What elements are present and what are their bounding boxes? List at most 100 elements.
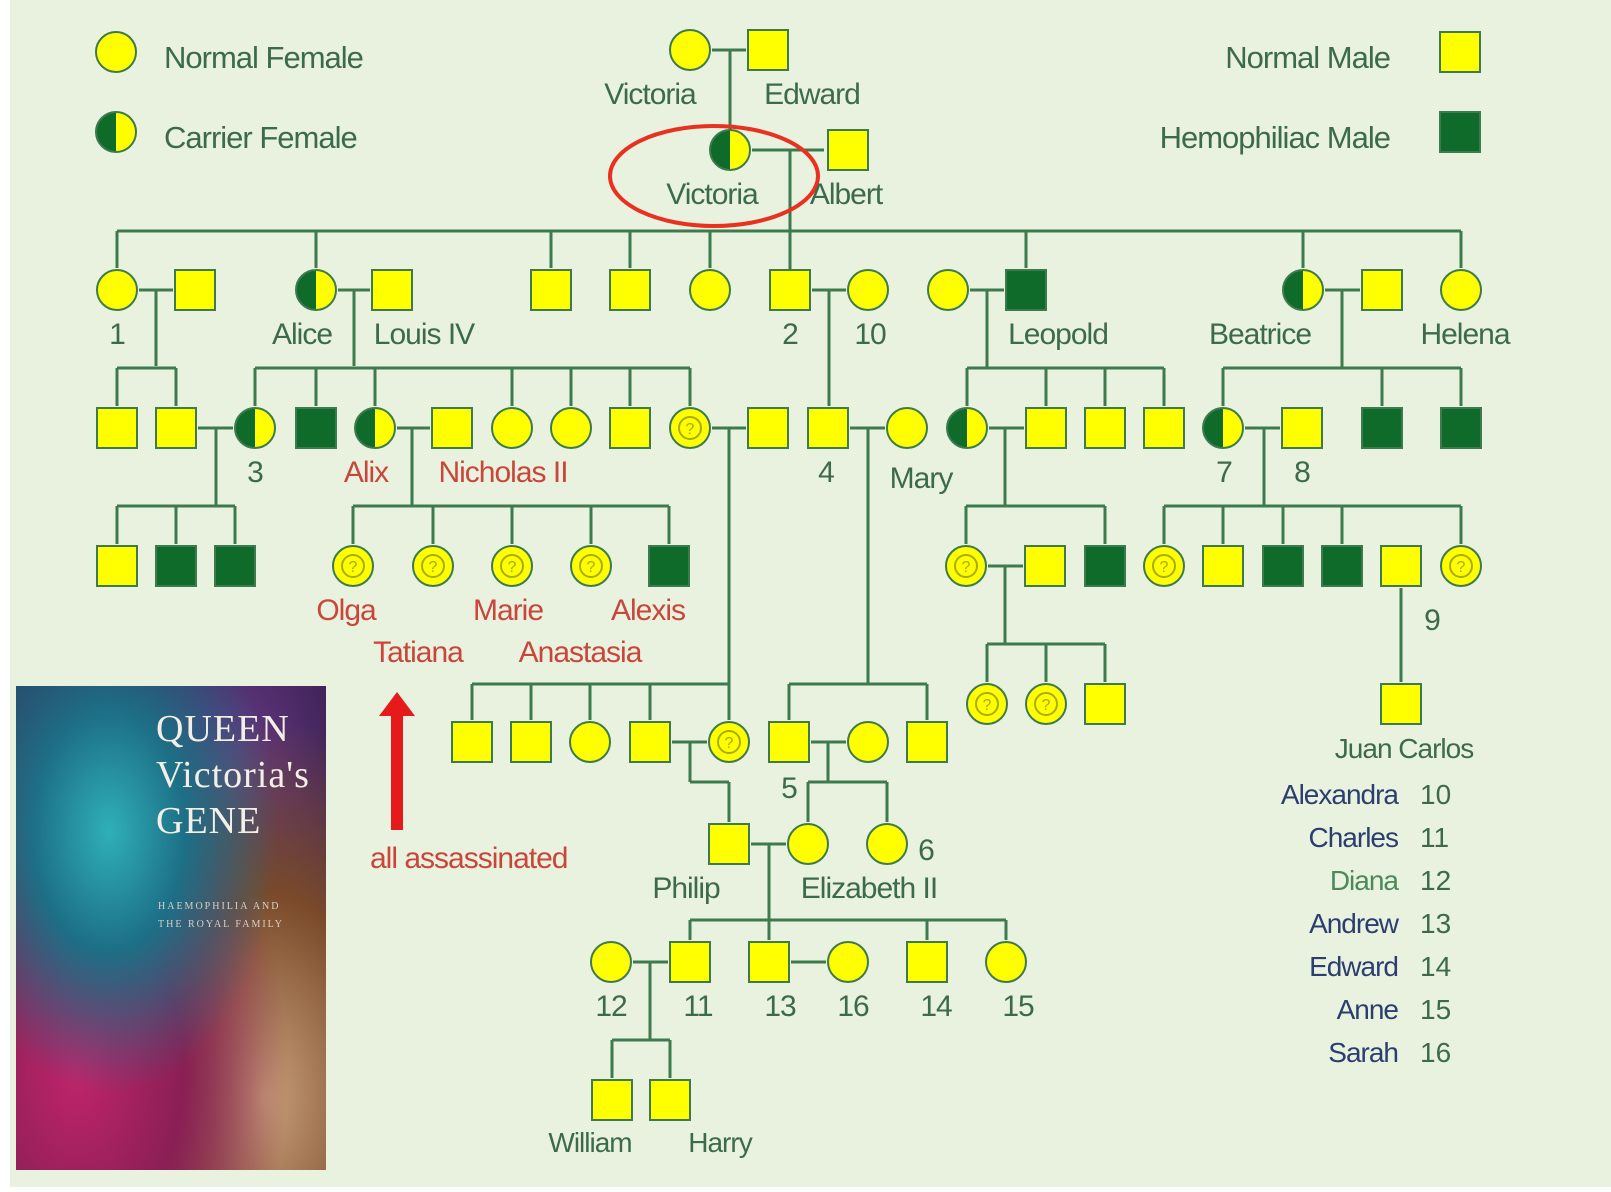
label-nicholas-ii: Nicholas II bbox=[438, 456, 567, 489]
person-g3-lm3 bbox=[1143, 407, 1185, 449]
carrier-outline bbox=[1202, 407, 1244, 449]
normal-male-square bbox=[1084, 407, 1126, 449]
normal-male-legend-label: Normal Male bbox=[1225, 40, 1390, 75]
person-g7-15 bbox=[985, 941, 1027, 983]
carrier-half bbox=[355, 408, 375, 448]
normal-male-square bbox=[530, 269, 572, 311]
question-mark: ? bbox=[962, 559, 971, 576]
person-g5-lq1: ? bbox=[966, 683, 1008, 725]
question-ring bbox=[1034, 692, 1058, 716]
hemophiliac-male-square bbox=[648, 545, 690, 587]
normal-male-square bbox=[1281, 407, 1323, 449]
person-g2-10 bbox=[847, 269, 889, 311]
person-g3-lc bbox=[946, 407, 988, 449]
label-g7-13: 13 bbox=[764, 990, 796, 1023]
hemophiliac-male-square bbox=[295, 407, 337, 449]
normal-male-square bbox=[1084, 683, 1126, 725]
carrier-half bbox=[235, 408, 255, 448]
question-ring bbox=[678, 416, 702, 440]
person-marie: ? bbox=[491, 545, 533, 587]
question-mark: ? bbox=[686, 421, 695, 438]
person-g5-m3 bbox=[629, 721, 671, 763]
label-elizabeth-ii: Elizabeth II bbox=[801, 872, 937, 905]
carrier-outline bbox=[354, 407, 396, 449]
normal-male-square bbox=[807, 407, 849, 449]
question-mark: ? bbox=[1160, 559, 1169, 576]
person-g7-12 bbox=[590, 941, 632, 983]
person-leopold bbox=[1005, 269, 1047, 311]
person-g3-m1 bbox=[609, 407, 651, 449]
arrow-head bbox=[379, 692, 415, 716]
label-g3-8: 8 bbox=[1294, 456, 1310, 489]
person-elizabeth-ii bbox=[787, 823, 829, 865]
normal-male-legend-symbol bbox=[1439, 31, 1481, 73]
book-title-line-3: GENE bbox=[156, 800, 262, 842]
person-g3-q1-husband bbox=[747, 407, 789, 449]
label-tatiana: Tatiana bbox=[373, 636, 464, 669]
pedigree-symbols: ??????????? bbox=[96, 29, 1482, 1121]
normal-male-square bbox=[747, 407, 789, 449]
carrier-half bbox=[1283, 270, 1303, 310]
person-g4-a1 bbox=[96, 545, 138, 587]
person-victoria-sr bbox=[669, 29, 711, 71]
label-mary: Mary bbox=[890, 462, 954, 495]
hemophiliac-male-square bbox=[1321, 545, 1363, 587]
unknown-female-circle bbox=[412, 545, 454, 587]
question-ring bbox=[500, 554, 524, 578]
label-g2-10: 10 bbox=[854, 318, 886, 351]
person-g4-lm bbox=[1024, 545, 1066, 587]
person-g7-11 bbox=[669, 941, 711, 983]
label-louis-iv: Louis IV bbox=[374, 318, 475, 351]
person-g4-lh bbox=[1084, 545, 1126, 587]
carrier-half bbox=[96, 112, 116, 152]
key-name: Anne bbox=[1337, 994, 1399, 1025]
person-g3-a1 bbox=[96, 407, 138, 449]
normal-male-square bbox=[629, 721, 671, 763]
hemophiliac-male-square bbox=[1440, 407, 1482, 449]
person-g3-hemo-1 bbox=[295, 407, 337, 449]
normal-male-square bbox=[591, 1079, 633, 1121]
normal-female-circle bbox=[847, 269, 889, 311]
label-g6-6: 6 bbox=[918, 834, 934, 867]
question-ring bbox=[1152, 554, 1176, 578]
carrier-outline bbox=[95, 111, 137, 153]
person-anastasia: ? bbox=[570, 545, 612, 587]
normal-female-circle bbox=[985, 941, 1027, 983]
question-ring bbox=[579, 554, 603, 578]
person-g5-5 bbox=[768, 721, 810, 763]
highlight-ellipse bbox=[608, 124, 820, 228]
unknown-female-circle bbox=[708, 721, 750, 763]
label-g2-1: 1 bbox=[109, 318, 125, 351]
label-marie: Marie bbox=[473, 594, 543, 627]
person-g3-lm1 bbox=[1025, 407, 1067, 449]
person-g7-13 bbox=[748, 941, 790, 983]
hemophiliac-male-square bbox=[1005, 269, 1047, 311]
label-philip: Philip bbox=[652, 872, 720, 905]
person-philip bbox=[708, 823, 750, 865]
carrier-half bbox=[1203, 408, 1223, 448]
question-mark: ? bbox=[1042, 697, 1051, 714]
hemophiliac-male-square bbox=[1439, 111, 1481, 153]
normal-male-square bbox=[748, 941, 790, 983]
normal-female-circle bbox=[927, 269, 969, 311]
normal-male-square bbox=[1361, 269, 1403, 311]
normal-female-circle bbox=[827, 941, 869, 983]
normal-female-circle bbox=[787, 823, 829, 865]
label-g7-11: 11 bbox=[683, 990, 712, 1023]
unknown-female-circle bbox=[1025, 683, 1067, 725]
label-g7-14: 14 bbox=[920, 990, 952, 1023]
label-albert: Albert bbox=[810, 178, 884, 211]
key-name: Andrew bbox=[1309, 908, 1400, 939]
person-mary bbox=[886, 407, 928, 449]
normal-male-square bbox=[827, 129, 869, 171]
normal-male-square bbox=[649, 1079, 691, 1121]
key-number: 16 bbox=[1420, 1037, 1451, 1068]
normal-female-circle bbox=[569, 721, 611, 763]
person-victoria bbox=[709, 129, 751, 171]
unknown-female-circle bbox=[1143, 545, 1185, 587]
book-title-line-1: QUEEN bbox=[156, 708, 290, 750]
label-g4-9: 9 bbox=[1424, 604, 1440, 637]
person-louis-iv bbox=[371, 269, 413, 311]
label-alice: Alice bbox=[272, 318, 332, 351]
